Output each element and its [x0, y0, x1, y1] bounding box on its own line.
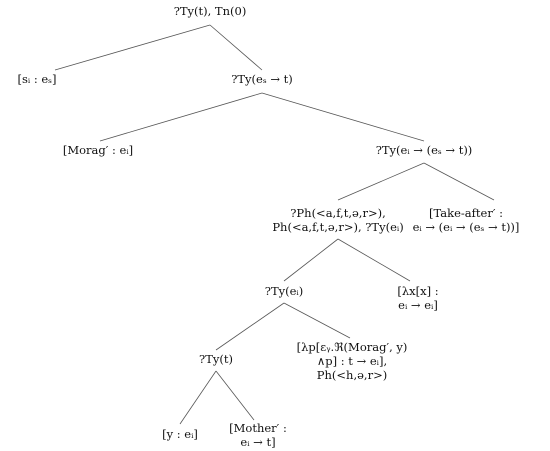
node-lambda-p-line-1: [λp[εᵧ.ℜ(Morag′, y) [296, 340, 408, 354]
node-pred-ei-es-t-line: ?Ty(eᵢ → (eₛ → t)) [375, 143, 473, 157]
node-morag-line: [Morag′ : eᵢ] [62, 143, 134, 157]
node-lambda-p-line-3: Ph(<h,ə,r>) [316, 368, 388, 382]
edge-ty-t-y [179, 370, 217, 425]
node-mother-line-1: [Mother′ : [229, 421, 287, 435]
edge-pred-es-t-pred-ei-es-t [261, 92, 425, 142]
node-morag: [Morag′ : eᵢ] [63, 143, 133, 157]
node-ty-ei-line: ?Ty(eᵢ) [264, 284, 304, 298]
node-take-after-line-1: [Take-after′ : [429, 206, 503, 220]
node-pred-es-t-line: ?Ty(eₛ → t) [231, 72, 293, 86]
node-lambda-x-line-1: [λx[x] : [397, 284, 439, 298]
edge-ph-lambda-x [337, 238, 411, 282]
node-ty-t: ?Ty(t) [199, 352, 233, 366]
node-mother-line-2: eᵢ → t] [240, 435, 276, 449]
node-ty-t-line: ?Ty(t) [199, 352, 233, 366]
edge-root-pred-es-t [209, 24, 263, 71]
edge-ty-ei-ty-t [215, 302, 285, 351]
node-subject-line: [sᵢ : eₛ] [17, 72, 57, 86]
node-mother: [Mother′ : eᵢ → t] [229, 421, 287, 449]
edge-pred-es-t-morag [99, 92, 263, 142]
node-pred-es-t: ?Ty(eₛ → t) [231, 72, 293, 86]
edge-ty-ei-lambda-p [283, 302, 351, 339]
edge-root-subject [54, 24, 211, 71]
edge-pred-ei-es-t-take-after [423, 162, 495, 201]
node-pred-ei-es-t: ?Ty(eᵢ → (eₛ → t)) [376, 143, 473, 157]
node-lambda-p: [λp[εᵧ.ℜ(Morag′, y) ∧p] : t → eᵢ], Ph(<h… [297, 340, 408, 382]
node-take-after-line-2: eᵢ → (eᵢ → (eₛ → t))] [412, 220, 520, 234]
node-y-line: [y : eᵢ] [162, 427, 198, 441]
node-lambda-p-line-2: ∧p] : t → eᵢ], [316, 354, 388, 368]
node-lambda-x-line-2: eᵢ → eᵢ] [398, 298, 438, 312]
node-take-after: [Take-after′ : eᵢ → (eᵢ → (eₛ → t))] [413, 206, 520, 234]
edge-pred-ei-es-t-ph [337, 162, 425, 201]
node-lambda-x: [λx[x] : eᵢ → eᵢ] [397, 284, 438, 312]
edge-ph-ty-ei [283, 238, 339, 282]
node-ph: ?Ph(<a,f,t,ə,r>), Ph(<a,f,t,ə,r>), ?Ty(e… [272, 206, 403, 234]
node-root: ?Ty(t), Tn(0) [174, 4, 247, 18]
node-ph-line-2: Ph(<a,f,t,ə,r>), ?Ty(eᵢ) [272, 220, 404, 234]
node-y: [y : eᵢ] [162, 427, 198, 441]
node-root-line: ?Ty(t), Tn(0) [173, 4, 247, 18]
node-ph-line-1: ?Ph(<a,f,t,ə,r>), [290, 206, 386, 220]
node-ty-ei: ?Ty(eᵢ) [265, 284, 303, 298]
edge-ty-t-mother [215, 370, 255, 421]
node-subject: [sᵢ : eₛ] [17, 72, 56, 86]
